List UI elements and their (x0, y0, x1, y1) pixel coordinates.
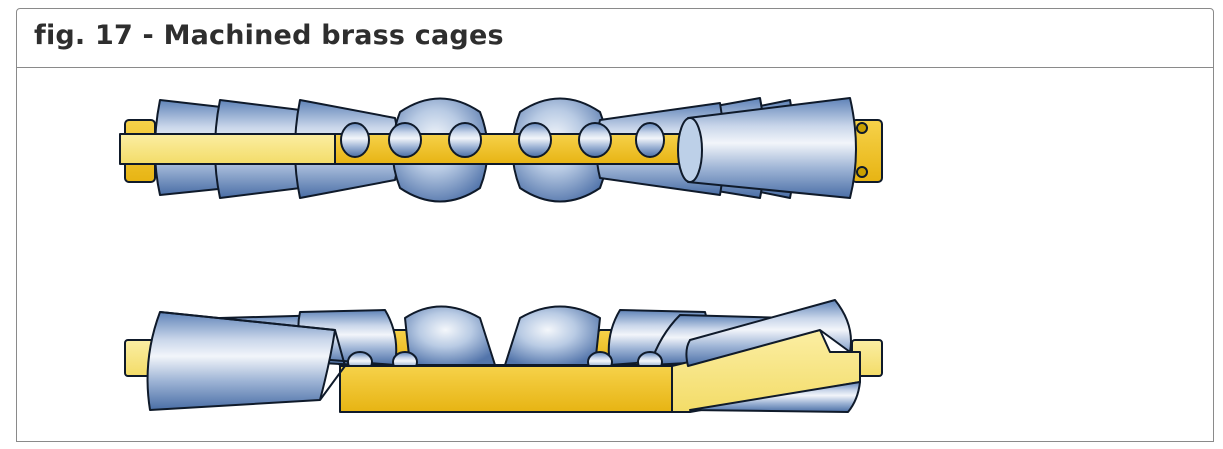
roller-end-ring-4 (518, 122, 552, 158)
roller-end-ring-1 (340, 122, 370, 158)
roller-end-ring-3 (448, 122, 482, 158)
cage-bar-left-light (119, 133, 336, 165)
roller-lower-center-left (404, 305, 496, 366)
roller-right-large-face (677, 117, 703, 183)
machined-brass-cage-angled-section (124, 299, 883, 413)
roller-lower-center-right (504, 305, 601, 366)
roller-end-ring-5 (578, 122, 612, 158)
roller-lower-right-large (685, 299, 852, 367)
figure-title: fig. 17 - Machined brass cages (34, 20, 504, 51)
roller-lower-left-large (146, 311, 336, 411)
roller-lower-left-large-edge (159, 311, 346, 401)
cage-rivet-top (856, 122, 868, 134)
roller-lower-right-large-bottom (689, 381, 861, 413)
cage-rivet-bottom (856, 166, 868, 178)
roller-end-ring-6 (635, 122, 665, 158)
cage-bar-lower-right-light (671, 329, 861, 413)
roller-end-ring-2 (388, 122, 422, 158)
machined-brass-cage-flat-section (119, 97, 883, 203)
figure-header: fig. 17 - Machined brass cages (17, 9, 1213, 68)
cage-bar-lower-center (339, 365, 681, 413)
